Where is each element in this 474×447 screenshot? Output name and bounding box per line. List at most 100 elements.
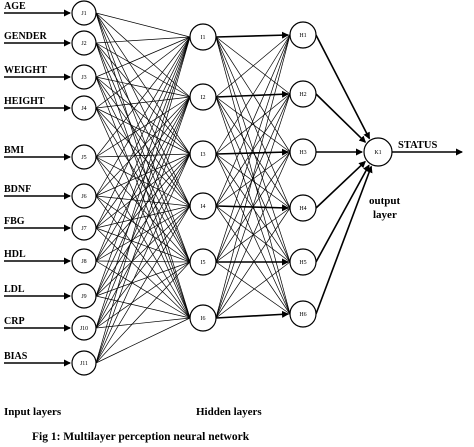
input-label-hdl: HDL bbox=[4, 249, 26, 260]
hidden2-node-h4-text: H4 bbox=[299, 206, 306, 212]
edge-J6-I1 bbox=[95, 36, 191, 197]
edge-J8-I1 bbox=[95, 36, 191, 262]
input-label-bias: BIAS bbox=[4, 351, 28, 362]
hidden2-node-h6-circle bbox=[289, 300, 317, 328]
hidden1-node-i2-text: I2 bbox=[201, 95, 206, 101]
input-node-j10-circle bbox=[71, 315, 97, 341]
edge-J8-I5 bbox=[95, 260, 191, 263]
edge-J5-I6 bbox=[95, 156, 191, 319]
input-node-j7-text: J7 bbox=[81, 226, 86, 232]
edge-J11-I5 bbox=[95, 261, 191, 364]
input-node-j7-circle bbox=[71, 215, 97, 241]
input-node-j8: J8 bbox=[71, 248, 97, 274]
hidden1-node-i5-text: I5 bbox=[201, 260, 206, 266]
edge-J1-I4 bbox=[95, 12, 191, 207]
hidden1-node-i5-circle bbox=[189, 248, 217, 276]
input-node-j7: J7 bbox=[71, 215, 97, 241]
input-arrows: STATUSAGEGENDERWEIGHTHEIGHTBMIBDNFFBGHDL… bbox=[4, 1, 463, 367]
input-node-j4-text: J4 bbox=[81, 106, 86, 112]
edge-I2-H3 bbox=[215, 96, 291, 153]
connections bbox=[95, 12, 291, 364]
edge-J1-I5 bbox=[95, 12, 191, 263]
hidden1-node-i1: I1 bbox=[189, 23, 217, 51]
edge-J7-I1 bbox=[95, 36, 191, 229]
hidden1-node-i4-text: I4 bbox=[201, 204, 206, 210]
edge-J9-I2 bbox=[95, 96, 191, 297]
hidden1-node-i2: I2 bbox=[189, 83, 217, 111]
input-node-j5-text: J5 bbox=[81, 155, 86, 161]
edge-J3-I2 bbox=[95, 76, 191, 98]
figure-caption: Fig 1: Multilayer perception neural netw… bbox=[32, 431, 250, 443]
input-node-j5-circle bbox=[71, 144, 97, 170]
input-node-j8-text: J8 bbox=[81, 259, 86, 265]
input-label-bmi: BMI bbox=[4, 145, 24, 156]
input-node-j6: J6 bbox=[71, 183, 97, 209]
arrow-I2-H2 bbox=[215, 90, 289, 98]
labels: Input layers Hidden layers output layer … bbox=[4, 195, 401, 443]
edge-J6-I6 bbox=[95, 195, 191, 319]
hidden2-node-h5-text: H5 bbox=[299, 260, 306, 266]
edge-I4-H2 bbox=[215, 93, 291, 207]
output-layer-label-line1: output bbox=[369, 195, 401, 207]
edge-J5-I3 bbox=[95, 153, 191, 158]
hidden1-node-i3: I3 bbox=[189, 140, 217, 168]
edge-I4-H1 bbox=[215, 34, 291, 207]
arrow-I3-H3 bbox=[215, 148, 289, 156]
edge-J2-I2 bbox=[95, 42, 191, 98]
hidden2-node-h6: H6 bbox=[289, 300, 317, 328]
edge-J9-I3 bbox=[95, 153, 191, 297]
edge-J3-I4 bbox=[95, 76, 191, 207]
input-node-j1-text: J1 bbox=[81, 11, 86, 17]
edge-J4-I2 bbox=[95, 96, 191, 109]
output-layer-label-line2: layer bbox=[373, 209, 397, 221]
edge-J2-I5 bbox=[95, 42, 191, 263]
input-node-j11-text: J11 bbox=[80, 361, 88, 367]
hidden2-node-h4: H4 bbox=[289, 194, 317, 222]
input-label-height: HEIGHT bbox=[4, 96, 45, 107]
edge-I4-H5 bbox=[215, 205, 291, 263]
input-label-gender: GENDER bbox=[4, 31, 48, 42]
edge-J11-I4 bbox=[95, 205, 191, 364]
hidden2-node-h6-text: H6 bbox=[299, 312, 306, 318]
hidden2-node-h4-circle bbox=[289, 194, 317, 222]
hidden1-node-i3-circle bbox=[189, 140, 217, 168]
edge-I5-H6 bbox=[215, 261, 291, 315]
input-label-bdnf: BDNF bbox=[4, 184, 31, 195]
hidden1-node-i5: I5 bbox=[189, 248, 217, 276]
edge-J3-I1 bbox=[95, 36, 191, 78]
edge-J8-I6 bbox=[95, 260, 191, 319]
hidden1-node-i6-text: I6 bbox=[201, 316, 206, 322]
hidden2-node-h3-text: H3 bbox=[299, 150, 306, 156]
hidden2-node-h1-text: H1 bbox=[299, 33, 306, 39]
edge-J10-I3 bbox=[95, 153, 191, 329]
arrow-H2-K1 bbox=[315, 93, 367, 143]
hidden1-node-i2-circle bbox=[189, 83, 217, 111]
input-node-j9-text: J9 bbox=[81, 294, 86, 300]
input-node-j1: J1 bbox=[71, 0, 97, 26]
output-node: K1 bbox=[363, 137, 393, 167]
hidden-layers-label: Hidden layers bbox=[196, 406, 262, 418]
output-node-text: K1 bbox=[374, 150, 381, 156]
edge-I1-H2 bbox=[215, 36, 291, 95]
nodes: J1J2J3J4J5J6J7J8J9J10J11I1I2I3I4I5I6H1H2… bbox=[71, 0, 393, 376]
edge-J3-I5 bbox=[95, 76, 191, 263]
edge-J3-I6 bbox=[95, 76, 191, 319]
edge-I2-H1 bbox=[215, 34, 291, 98]
output-node-circle bbox=[363, 137, 393, 167]
edge-J11-I1 bbox=[95, 36, 191, 364]
output-status-label: STATUS bbox=[398, 140, 437, 151]
edge-I6-H4 bbox=[215, 207, 291, 319]
input-node-j2-circle bbox=[71, 30, 97, 56]
edge-I3-H4 bbox=[215, 153, 291, 209]
arrow-H1-K1 bbox=[315, 34, 371, 140]
hidden2-node-h1: H1 bbox=[289, 21, 317, 49]
arrow-I6-H6 bbox=[215, 310, 289, 319]
hidden2-node-h5-circle bbox=[289, 248, 317, 276]
input-layers-label: Input layers bbox=[4, 406, 62, 418]
input-label-fbg: FBG bbox=[4, 216, 25, 227]
hidden2-node-h2-text: H2 bbox=[299, 92, 306, 98]
input-node-j3-circle bbox=[71, 64, 97, 90]
edge-J6-I3 bbox=[95, 153, 191, 197]
hidden2-node-h2-circle bbox=[289, 80, 317, 108]
edge-J9-I1 bbox=[95, 36, 191, 297]
